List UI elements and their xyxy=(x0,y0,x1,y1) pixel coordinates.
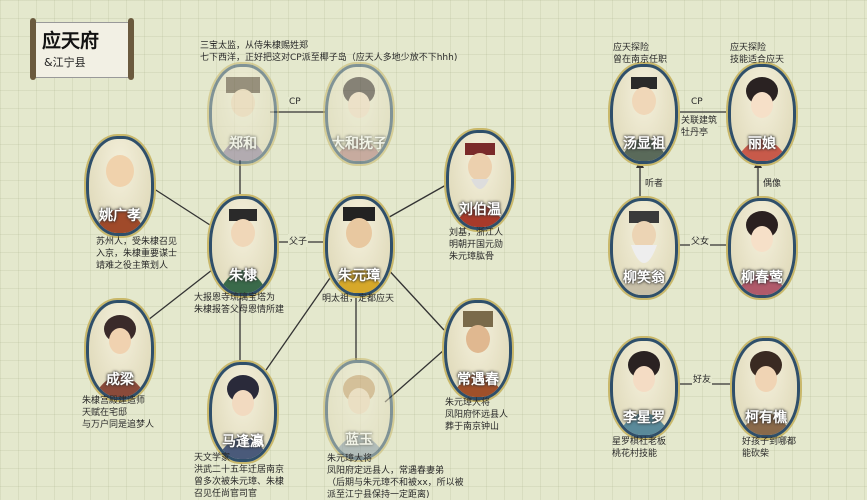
relation-funv: 父女 xyxy=(690,234,711,247)
portrait-madengying: 马逢瀛 xyxy=(209,362,277,462)
name-tangxianzu: 汤显祖 xyxy=(623,136,665,152)
name-zhudi: 朱棣 xyxy=(229,268,257,284)
arrow-tingzhe xyxy=(636,160,644,168)
name-lixingluo: 李星罗 xyxy=(623,410,665,426)
name-liniang: 丽娘 xyxy=(748,136,776,152)
scroll-rod-right xyxy=(128,18,134,80)
name-liuchunying: 柳春莺 xyxy=(741,270,783,286)
zhudi-figure xyxy=(218,209,268,293)
liniang-figure xyxy=(735,77,789,161)
portrait-yaoguangxiao: 姚广孝 xyxy=(86,136,154,236)
caption-liubowen: 刘基，浙江人 明朝开国元勋 朱元璋肱骨 xyxy=(449,228,504,262)
link-lanyu-changyuchun xyxy=(384,349,445,403)
name-lanyu: 蓝玉 xyxy=(345,432,373,448)
portrait-dahe: 大和抚子 xyxy=(325,64,393,164)
portrait-lixingluo: 李星罗 xyxy=(610,338,678,438)
portrait-tangxianzu: 汤显祖 xyxy=(610,64,678,164)
yaoguangxiao-figure xyxy=(93,155,147,233)
link-zhuyuanzhang-madengying xyxy=(265,277,331,371)
portrait-changyuchun: 常遇春 xyxy=(444,300,512,400)
caption-zhuyuanzhang: 明太祖，定都应天 xyxy=(322,294,395,304)
lanyu-figure xyxy=(332,375,386,457)
caption-madengying: 天文学家 洪武二十五年迁居南京 曾多次被朱元璋、朱棣 召见任尚官司官 xyxy=(194,453,285,499)
portrait-zhudi: 朱棣 xyxy=(209,196,277,296)
lixingluo-figure xyxy=(617,351,671,435)
portrait-zhuyuanzhang: 朱元璋 xyxy=(325,196,393,296)
link-yaoguangxiao-zhudi xyxy=(147,184,211,226)
portrait-liuchunying: 柳春莺 xyxy=(728,198,796,298)
tangxianzu-figure xyxy=(619,77,669,161)
link-zhuyuanzhang-changyuchun xyxy=(383,264,445,331)
portrait-lanyu: 蓝玉 xyxy=(325,360,393,460)
arrow-ouxiang xyxy=(754,160,762,168)
name-madengying: 马逢瀛 xyxy=(222,434,264,450)
portrait-zhenghe: 郑和 xyxy=(209,64,277,164)
caption-changyuchun: 朱元璋大将 凤阳府怀远县人 葬于南京钟山 xyxy=(445,398,509,432)
link-zhuyuanzhang-liubowen xyxy=(383,184,447,221)
name-dahe: 大和抚子 xyxy=(331,136,387,152)
zhenghe-figure xyxy=(218,77,268,161)
scroll-rod-left xyxy=(30,18,36,80)
relation-haoyou: 好友 xyxy=(692,372,713,385)
liuxiaoweng-figure xyxy=(617,211,671,295)
page-title: 应天府 xyxy=(42,30,100,52)
zhuyuanzhang-figure xyxy=(332,207,386,293)
link-chengliang-zhudi xyxy=(147,269,213,321)
name-liubowen: 刘伯温 xyxy=(459,202,501,218)
caption-lanyu: 朱元璋大将 凤阳府定远县人，常遇春妻弟 （后期与朱元璋不和被xx，所以被 派至江… xyxy=(327,454,464,500)
relation-ouxiang: 偶像 xyxy=(762,176,783,189)
title-scroll: 应天府 &江宁县 xyxy=(30,18,134,80)
caption-lixingluo: 星罗棋社老板 桃花村技能 xyxy=(612,437,667,459)
liubowen-figure xyxy=(453,143,507,227)
portrait-keyouqiao: 柯有樵 xyxy=(732,338,800,438)
liuchunying-figure xyxy=(735,211,789,295)
caption-liniang: 应天探险 技能适合应天 xyxy=(730,43,785,65)
portrait-chengliang: 成梁 xyxy=(86,300,154,400)
portrait-liniang: 丽娘 xyxy=(728,64,796,164)
caption-yaoguangxiao: 苏州人，受朱棣召见 入京，朱棣重要谋士 靖难之役主策划人 xyxy=(96,237,178,271)
portrait-liuxiaoweng: 柳笑翁 xyxy=(610,198,678,298)
name-zhenghe: 郑和 xyxy=(229,136,257,152)
changyuchun-figure xyxy=(451,311,505,397)
name-changyuchun: 常遇春 xyxy=(457,372,499,388)
name-chengliang: 成梁 xyxy=(106,372,134,388)
relation-cp-tangxianzu-liniang: CP xyxy=(690,97,704,107)
caption-keyouqiao: 好孩子到哪都 能砍柴 xyxy=(742,437,797,459)
madengying-figure xyxy=(216,375,270,459)
relation-peony-pavilion: 关联建筑 牡丹亭 xyxy=(680,115,719,139)
portrait-liubowen: 刘伯温 xyxy=(446,130,514,230)
relation-fuzi: 父子 xyxy=(288,234,309,247)
name-zhuyuanzhang: 朱元璋 xyxy=(338,268,380,284)
relation-cp-zhenghe-dahe: CP xyxy=(288,97,302,107)
caption-tangxianzu: 应天探险 曾在南京任职 xyxy=(613,43,668,65)
caption-zhudi: 大报恩寺琉璃宝塔为 朱棣报答父母恩情所建 xyxy=(194,293,285,315)
relation-tingzhe: 听者 xyxy=(644,176,665,189)
name-yaoguangxiao: 姚广孝 xyxy=(99,208,141,224)
keyouqiao-figure xyxy=(739,351,793,435)
dahe-figure xyxy=(334,77,384,161)
name-keyouqiao: 柯有樵 xyxy=(745,410,787,426)
name-liuxiaoweng: 柳笑翁 xyxy=(623,270,665,286)
page-subtitle: &江宁县 xyxy=(44,56,86,69)
chengliang-figure xyxy=(93,315,147,397)
caption-chengliang: 朱棣宫殿建造师 天赋在宅邸 与万户同是追梦人 xyxy=(82,396,155,430)
caption-zhenghe: 三宝太监，从侍朱棣赐姓郑 七下西洋，正好把这对CP派至椰子岛（应天人多地少放不下… xyxy=(200,41,458,63)
